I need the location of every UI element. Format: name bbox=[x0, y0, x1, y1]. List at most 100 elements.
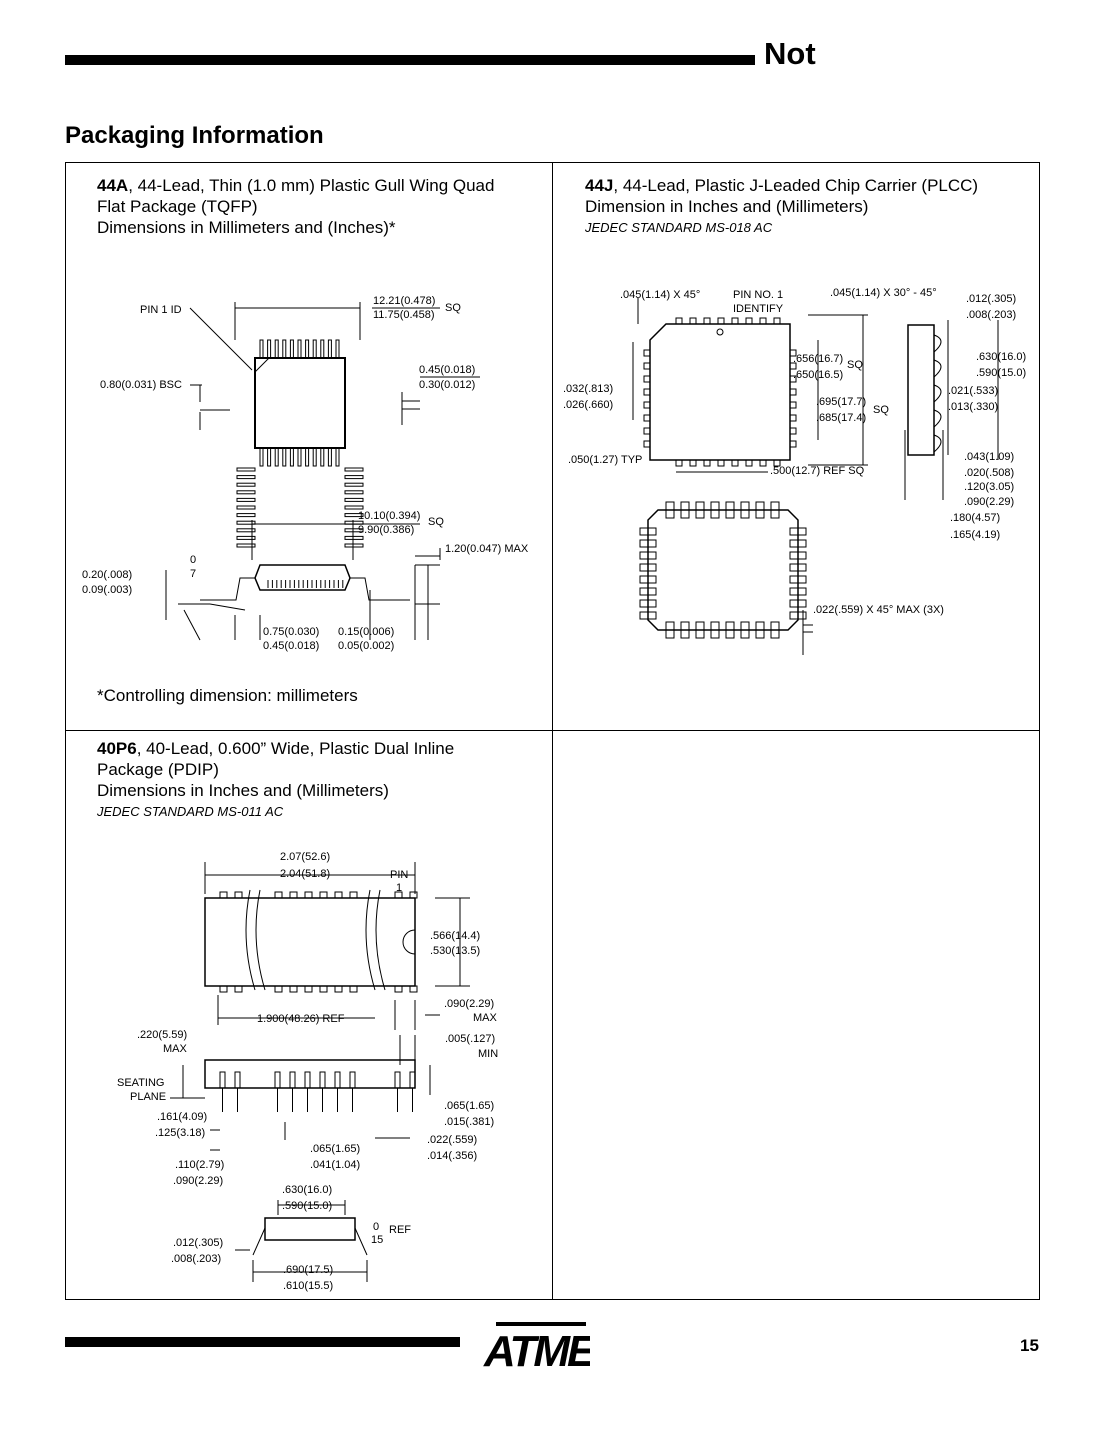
tqfp-drawing: PIN 1 ID 0.80(0.031) BSC 12.21(0.478) 11… bbox=[82, 295, 529, 652]
tqfp-lead-max: 0.45(0.018) bbox=[419, 364, 475, 376]
plcc-bottom-lead bbox=[755, 501, 765, 519]
pdip-s-min: .015(.381) bbox=[444, 1116, 494, 1128]
plcc-lead bbox=[689, 317, 697, 325]
plcc-bottom-lead bbox=[770, 501, 780, 519]
pdip-break-lines bbox=[245, 889, 386, 991]
pdip-side-lead bbox=[219, 1071, 226, 1089]
plcc-lead bbox=[643, 401, 651, 409]
plcc-side-view bbox=[904, 320, 999, 500]
header-rule bbox=[65, 55, 755, 65]
pdip-ang-top: 0 bbox=[373, 1221, 379, 1233]
pdip-lead bbox=[304, 985, 313, 993]
tqfp-lead-group bbox=[236, 339, 364, 548]
pdip-lead bbox=[234, 891, 243, 899]
tqfp-stand-min: 0.05(0.002) bbox=[338, 640, 394, 652]
pdip-end-max2: MAX bbox=[473, 1012, 498, 1024]
pdip-side-lead bbox=[274, 1071, 281, 1089]
tqfp-foot-min: 0.45(0.018) bbox=[263, 640, 319, 652]
plcc-lead bbox=[745, 459, 753, 467]
pdip-side-lead bbox=[394, 1071, 401, 1089]
pdip-lead bbox=[409, 891, 418, 899]
plcc-lead bbox=[643, 362, 651, 370]
tqfp-thk-min: 0.09(.003) bbox=[82, 584, 132, 596]
pdip-desc-3: Dimensions in Inches and (Millimeters) bbox=[97, 781, 389, 800]
plcc-bottom-lead bbox=[639, 539, 657, 548]
plcc-bottom-lead bbox=[789, 575, 807, 584]
tqfp-desc-1: , 44-Lead, Thin (1.0 mm) Plastic Gull Wi… bbox=[128, 176, 495, 195]
tqfp-lead bbox=[259, 339, 264, 359]
pdip-lead bbox=[219, 891, 228, 899]
plcc-lead bbox=[643, 388, 651, 396]
pdip-sp-min: MIN bbox=[478, 1048, 498, 1060]
plcc-sq: SQ bbox=[847, 359, 863, 371]
tqfp-lead bbox=[282, 339, 287, 359]
plcc-lead-max: .630(16.0) bbox=[976, 351, 1026, 363]
pdip-b-max: .110(2.79) bbox=[175, 1159, 224, 1171]
tqfp-side-body bbox=[254, 564, 351, 591]
pdip-lead bbox=[349, 985, 358, 993]
tqfp-lead bbox=[305, 339, 310, 359]
plcc-lead bbox=[789, 440, 797, 448]
plcc-bottom-lead bbox=[789, 587, 807, 596]
plcc-bottom-lead bbox=[710, 621, 720, 639]
tqfp-lead bbox=[320, 339, 325, 359]
plcc-bottom-lead bbox=[665, 501, 675, 519]
pdip-end-leads bbox=[252, 1227, 368, 1256]
pdip-ang-ref: REF bbox=[389, 1224, 411, 1236]
tqfp-lead bbox=[344, 482, 364, 487]
tqfp-body-min: 11.75(0.458) bbox=[373, 309, 435, 321]
plcc-lead bbox=[675, 317, 683, 325]
pdip-side-lead bbox=[234, 1071, 241, 1089]
plcc-lead bbox=[745, 317, 753, 325]
plcc-bottom-lead bbox=[639, 575, 657, 584]
pdip-lead bbox=[274, 891, 283, 899]
tqfp-lead bbox=[344, 475, 364, 480]
tqfp-side-leads bbox=[267, 580, 344, 588]
tqfp-angle-bot: 7 bbox=[190, 568, 196, 580]
plcc-lead bbox=[689, 459, 697, 467]
pdip-rw-min: .590(15.0) bbox=[282, 1200, 332, 1212]
tqfp-lead bbox=[344, 513, 364, 518]
tqfp-lead bbox=[236, 497, 256, 502]
pdip-l-min: .125(3.18) bbox=[155, 1127, 205, 1139]
tqfp-pin1-bevel bbox=[254, 357, 270, 373]
plcc-bottom-lead bbox=[789, 551, 807, 560]
plcc-chamfer: .045(1.14) X 45° bbox=[620, 289, 700, 301]
pdip-th-min: .008(.203) bbox=[171, 1253, 221, 1265]
plcc-in-min: .650(16.5) bbox=[793, 369, 843, 381]
plcc-drawing: .045(1.14) X 45° PIN NO. 1 IDENTIFY .045… bbox=[563, 287, 1026, 655]
tqfp-lead bbox=[312, 339, 317, 359]
plcc-desc-1: , 44-Lead, Plastic J-Leaded Chip Carrier… bbox=[613, 176, 979, 195]
pdip-b-min: .090(2.29) bbox=[173, 1175, 223, 1187]
tqfp-lead bbox=[282, 447, 287, 467]
tqfp-lead bbox=[344, 543, 364, 548]
pdip-s-max: .065(1.65) bbox=[444, 1100, 494, 1112]
pdip-pp-max: .065(1.65) bbox=[310, 1143, 360, 1155]
plcc-bottom-lead bbox=[680, 501, 690, 519]
tqfp-inner-min: 9.90(0.386) bbox=[358, 524, 414, 536]
tqfp-lead bbox=[236, 475, 256, 480]
tqfp-lead bbox=[327, 339, 332, 359]
plcc-lead bbox=[773, 317, 781, 325]
tqfp-lead bbox=[289, 339, 294, 359]
tqfp-lead bbox=[335, 339, 340, 359]
pdip-seat2: PLANE bbox=[130, 1091, 166, 1103]
plcc-st-min: .090(2.29) bbox=[964, 496, 1014, 508]
plcc-lead bbox=[717, 459, 725, 467]
plcc-lead bbox=[789, 401, 797, 409]
plcc-h-min: .165(4.19) bbox=[950, 529, 1000, 541]
tqfp-lead bbox=[297, 447, 302, 467]
plcc-bottom-lead bbox=[680, 621, 690, 639]
pdip-desc-2: Package (PDIP) bbox=[97, 760, 219, 779]
tqfp-lead bbox=[344, 528, 364, 533]
tqfp-pitch-label: 0.80(0.031) BSC bbox=[100, 379, 182, 391]
plcc-w-min: .026(.660) bbox=[563, 399, 613, 411]
plcc-h-max: .180(4.57) bbox=[950, 512, 1000, 524]
pdip-lead-group bbox=[219, 891, 418, 993]
pdip-sw-min: .610(15.5) bbox=[283, 1280, 333, 1292]
plcc-st-max: .120(3.05) bbox=[964, 481, 1014, 493]
plcc-lead bbox=[731, 459, 739, 467]
plcc-lead bbox=[643, 440, 651, 448]
tqfp-lead bbox=[344, 535, 364, 540]
plcc-bottom-lead bbox=[665, 621, 675, 639]
